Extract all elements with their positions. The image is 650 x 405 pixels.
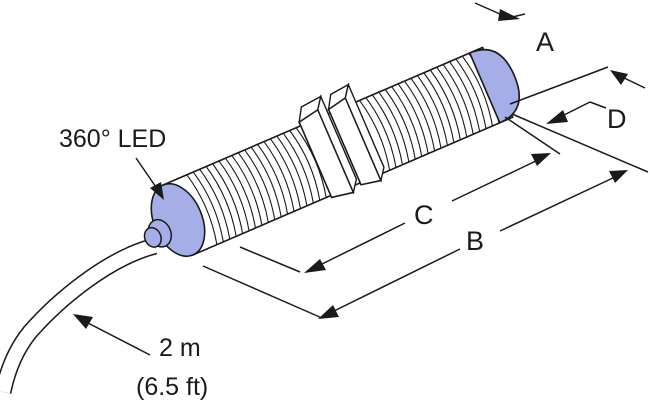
thread-ring xyxy=(218,160,250,231)
thread-ring xyxy=(391,86,423,157)
thread-ring xyxy=(282,132,314,204)
thread-ring xyxy=(192,171,224,242)
sensor-body xyxy=(143,46,520,257)
arrowhead-c-right xyxy=(531,153,551,166)
label-c: C xyxy=(414,200,434,230)
thread-ring xyxy=(199,168,231,240)
thread-ring xyxy=(384,89,416,160)
thread-ring xyxy=(423,72,455,143)
thread-ring xyxy=(416,75,448,146)
arrowhead-led xyxy=(150,182,164,200)
thread-ring xyxy=(371,94,403,165)
thread-ring xyxy=(212,163,244,234)
thread-ring xyxy=(237,152,269,223)
thread-ring xyxy=(410,77,442,149)
dimension-b-line-upper xyxy=(499,176,616,232)
dimension-c-line-upper xyxy=(451,159,539,202)
thread-ring xyxy=(378,91,410,163)
thread-ring xyxy=(442,64,474,135)
cable-gland xyxy=(143,218,173,248)
arrowhead-c-left xyxy=(304,259,326,273)
thread-ring xyxy=(224,157,257,229)
thread-ring xyxy=(289,130,321,201)
label-cable-length: 2 m xyxy=(159,334,201,362)
thread-ring xyxy=(397,83,429,154)
led-leader-line xyxy=(135,157,159,191)
thread-ring xyxy=(276,135,308,206)
thread-ring xyxy=(365,97,397,168)
arrowhead-d xyxy=(546,110,568,124)
label-cable-length-ft: (6.5 ft) xyxy=(136,373,208,401)
arrowhead-a xyxy=(498,9,520,21)
arrowhead-a-lower xyxy=(610,70,628,85)
label-d: D xyxy=(607,104,627,134)
thread-ring xyxy=(461,55,493,127)
label-b: B xyxy=(466,226,484,256)
arrowhead-b-right xyxy=(609,170,628,183)
thread-ring xyxy=(263,141,295,212)
label-a: A xyxy=(536,27,554,57)
thread-ring xyxy=(231,155,263,226)
arrowheads xyxy=(73,9,628,329)
thread-ring xyxy=(404,80,436,151)
arrowhead-b-left xyxy=(318,305,339,319)
thread-ring xyxy=(244,149,276,220)
arrowhead-cable xyxy=(73,314,93,329)
mounting-nut-left xyxy=(298,94,358,199)
thread-ring xyxy=(449,61,481,132)
thread-ring xyxy=(257,144,289,215)
thread-ring xyxy=(205,166,237,237)
thread-rings xyxy=(186,53,500,245)
label-led: 360° LED xyxy=(59,125,166,153)
thread-ring xyxy=(250,146,282,218)
thread-ring xyxy=(429,69,461,140)
mounting-nut-right xyxy=(327,82,385,186)
sensing-face xyxy=(468,48,520,124)
thread-ring xyxy=(436,66,468,138)
cable-length-line xyxy=(85,321,151,356)
thread-ring xyxy=(269,138,302,209)
dimension-b-line-lower xyxy=(331,248,461,313)
thread-ring xyxy=(359,100,391,171)
cable xyxy=(0,237,158,394)
dimension-d-line xyxy=(559,101,591,118)
thread-ring xyxy=(186,174,218,245)
thread-ring xyxy=(455,58,487,129)
dimension-c-line-lower xyxy=(317,222,406,267)
